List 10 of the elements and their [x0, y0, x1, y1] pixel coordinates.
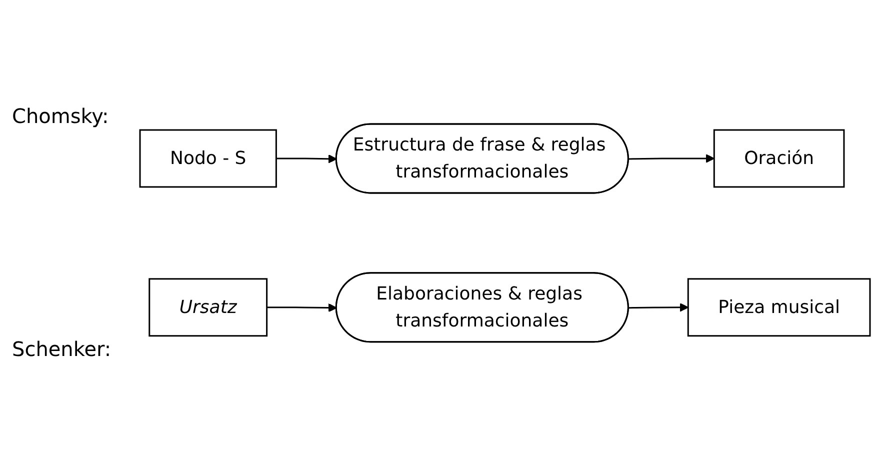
arrow [276, 154, 338, 163]
arrow [628, 154, 715, 162]
node-box: Nodo - S [139, 128, 277, 188]
node-box: Pieza musical [687, 278, 871, 336]
node-box: Oración [713, 128, 845, 188]
section-heading: Schenker: [12, 336, 112, 361]
arrow [628, 302, 689, 312]
node-box: Ursatz [148, 278, 268, 336]
arrow [266, 302, 338, 312]
section-heading: Chomsky: [12, 104, 110, 128]
